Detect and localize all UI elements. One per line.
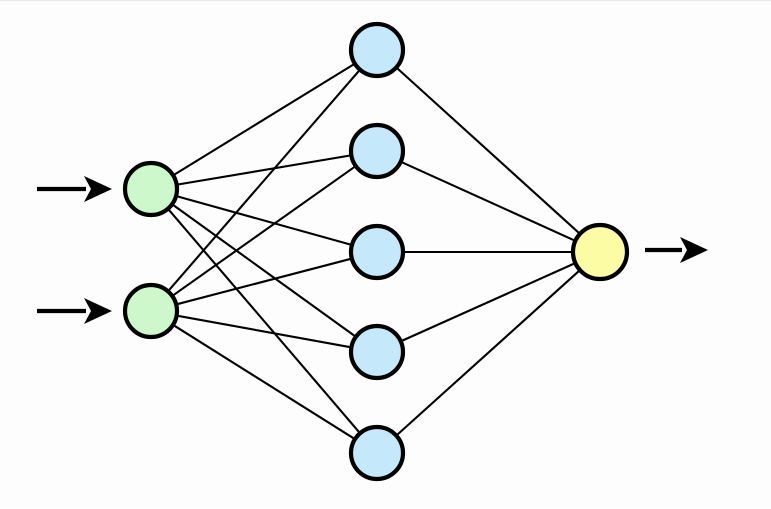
node-h4-hidden[interactable] <box>348 323 406 381</box>
node-o1-output[interactable] <box>570 222 630 282</box>
edge-i2-to-h4 <box>175 314 353 349</box>
io-arrows-group <box>37 176 708 324</box>
input-arrow-2-head <box>84 298 112 324</box>
input-arrow-1-head <box>84 176 112 202</box>
edge-i1-to-h4 <box>170 202 358 339</box>
edge-h2-to-o1 <box>399 160 577 243</box>
node-h5-hidden[interactable] <box>348 424 406 482</box>
nodes-group <box>122 21 630 482</box>
edge-i2-to-h2 <box>170 164 358 298</box>
edge-i1-to-h1 <box>171 62 357 177</box>
edge-h1-to-o1 <box>394 66 582 236</box>
edge-i1-to-h5 <box>166 207 362 435</box>
edge-i2-to-h1 <box>166 68 362 293</box>
node-h3-hidden[interactable] <box>348 223 406 281</box>
edge-h5-to-o1 <box>394 268 582 438</box>
edge-i2-to-h3 <box>174 257 354 306</box>
edge-i2-to-h5 <box>171 323 357 441</box>
edges-group <box>166 62 582 441</box>
edge-h4-to-o1 <box>399 261 577 343</box>
node-i1-input[interactable] <box>122 160 180 218</box>
node-i2-input[interactable] <box>122 282 180 340</box>
output-arrow-1-head <box>680 237 708 263</box>
edge-i1-to-h2 <box>175 154 353 186</box>
node-h1-hidden[interactable] <box>348 21 406 79</box>
edge-i1-to-h3 <box>174 194 354 247</box>
node-h2-hidden[interactable] <box>348 122 406 180</box>
